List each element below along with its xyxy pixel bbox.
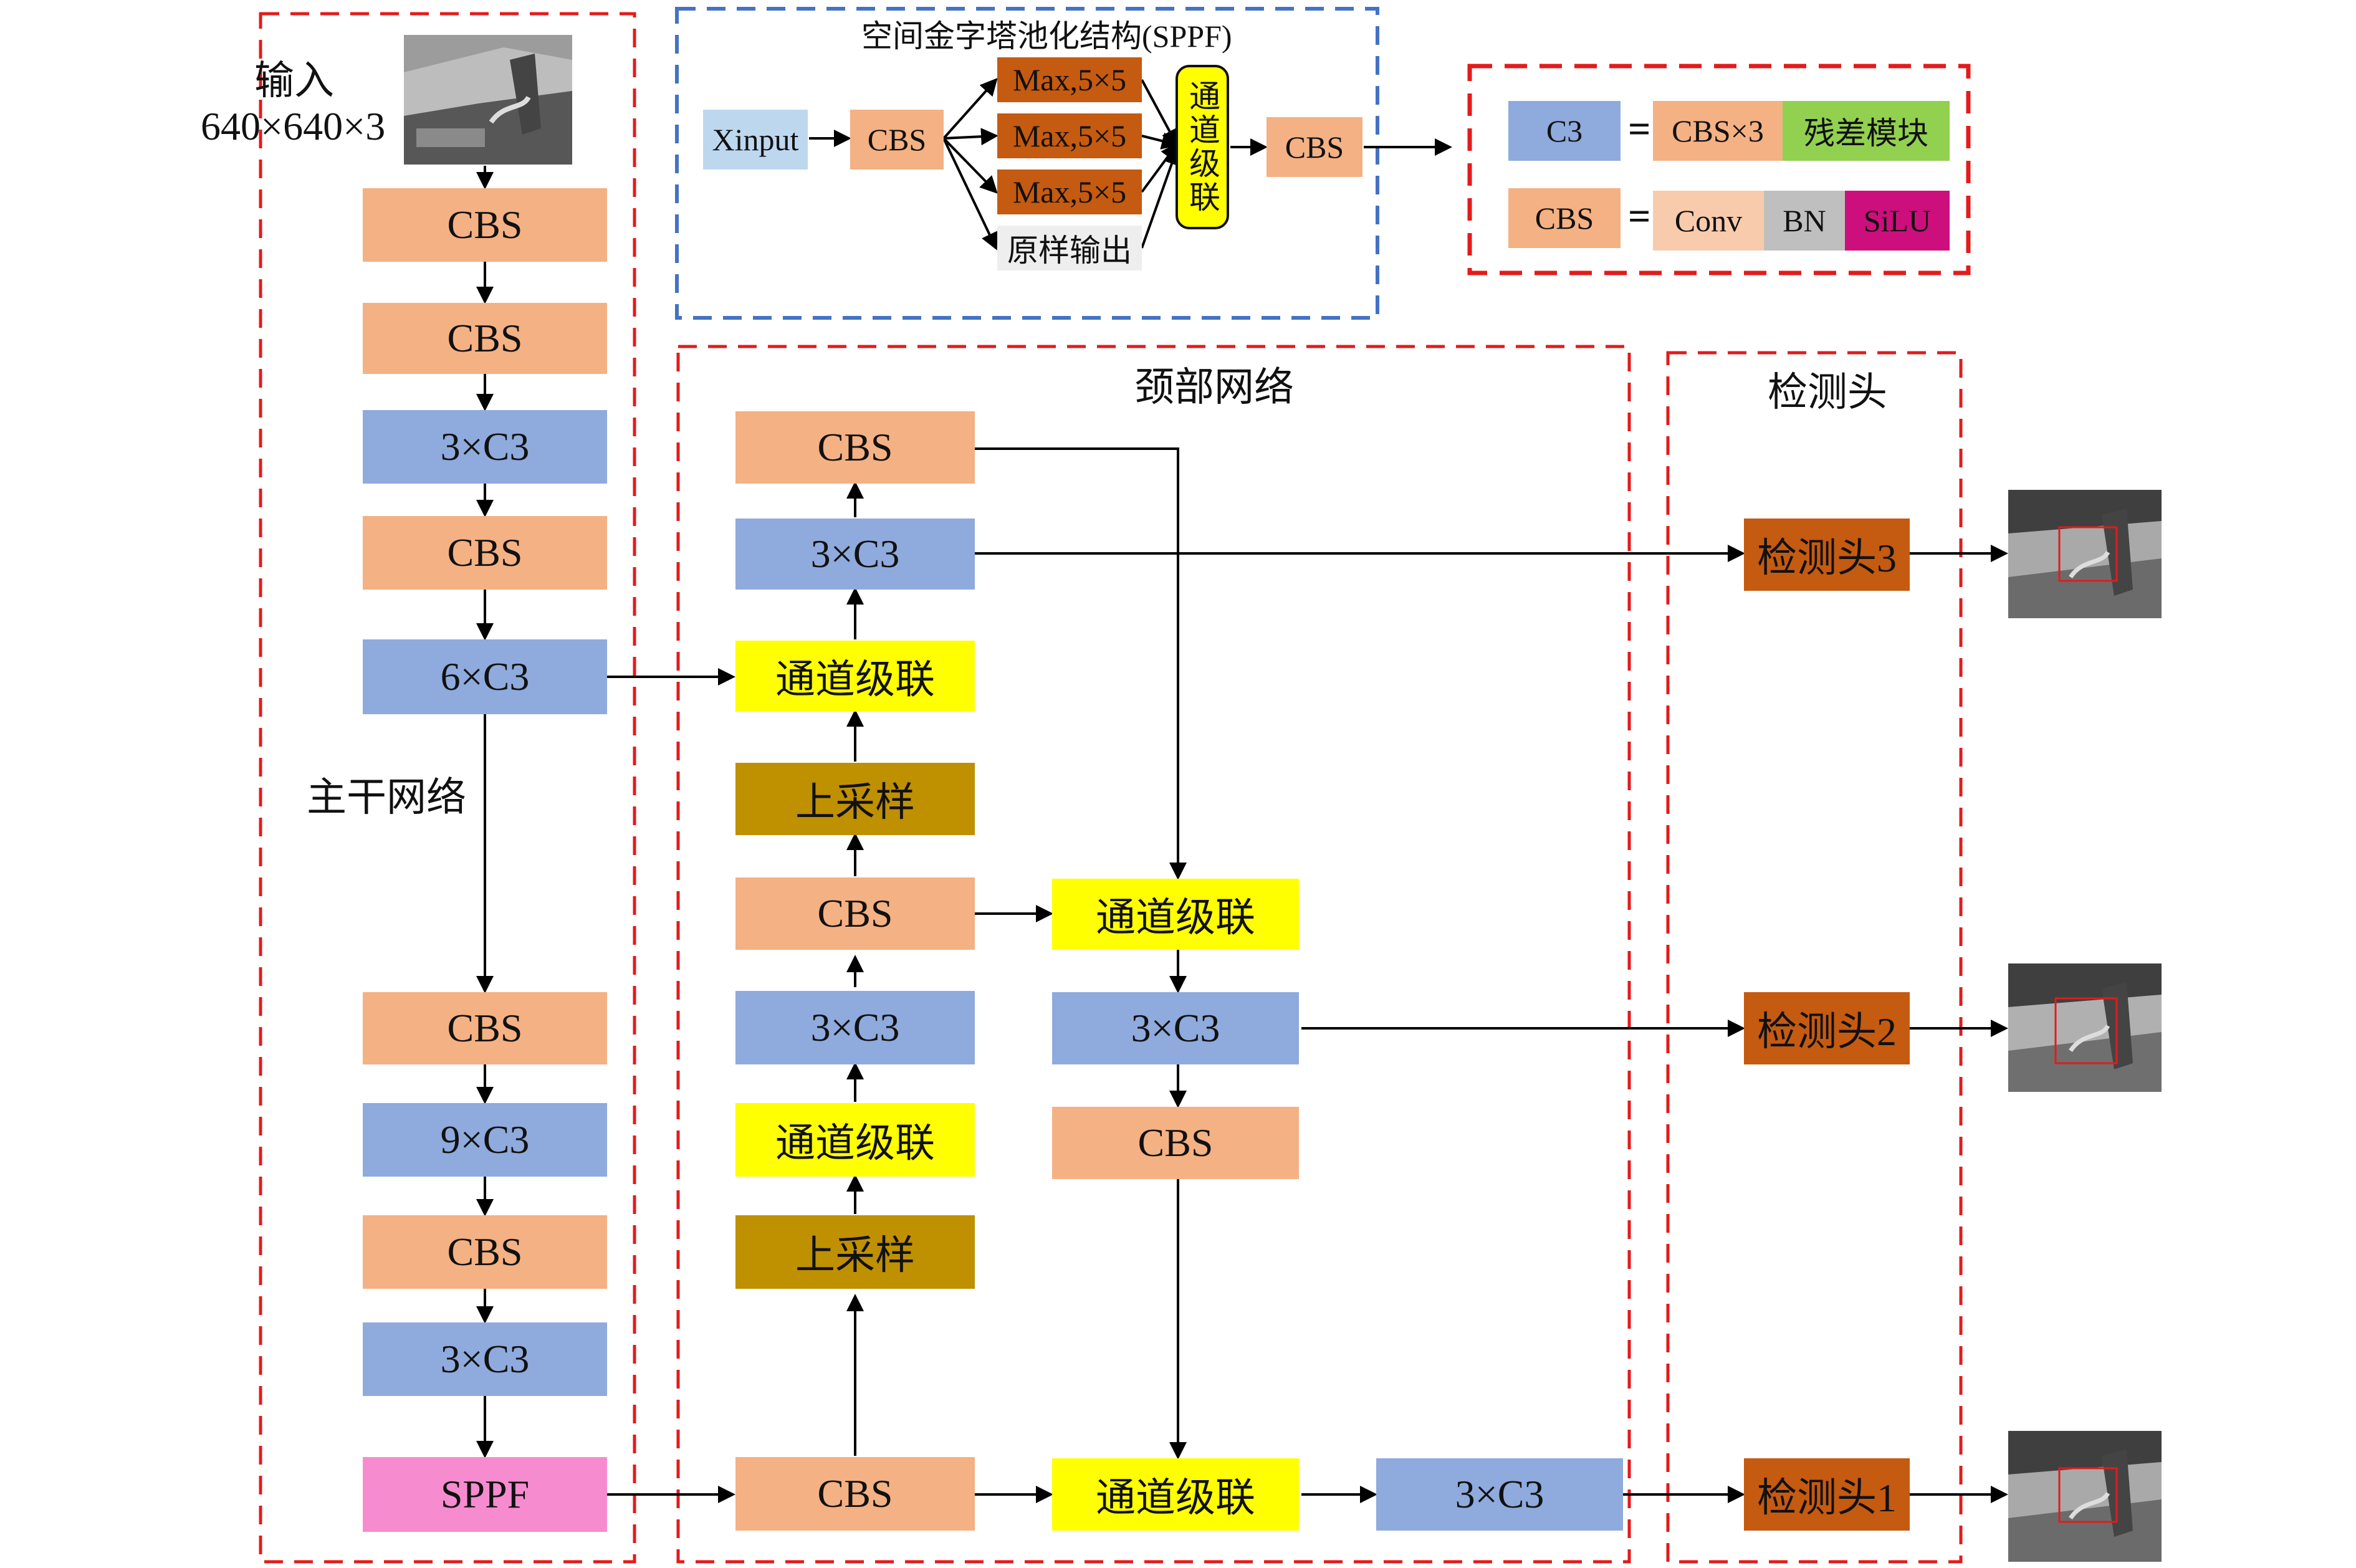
neck-upsample-2: 上采样: [735, 1215, 975, 1289]
backbone-cbs-3: CBS: [363, 516, 607, 590]
legend-equals-1: =: [1628, 107, 1651, 151]
neck-upsample-1: 上采样: [735, 763, 975, 835]
arrow-max1-cat: [1141, 79, 1178, 147]
neck-frame: [676, 345, 1631, 1564]
input-size: 640×640×3: [201, 104, 386, 148]
input-label: 输入: [254, 59, 334, 103]
backbone-sppf: SPPF: [363, 1457, 607, 1532]
arrow-sppf-m3: [942, 137, 998, 194]
sppf-max-3: Max,5×5: [997, 170, 1142, 214]
legend-residual: 残差模块: [1783, 101, 1950, 161]
legend-cbs: CBS: [1508, 188, 1621, 248]
detect-head-3: 检测头3: [1744, 519, 1910, 591]
backbone-6xc3: 6×C3: [363, 639, 607, 714]
backbone-cbs-2: CBS: [363, 303, 607, 374]
neck-right-3xc3: 3×C3: [1052, 992, 1299, 1064]
input-image: [404, 35, 572, 165]
backbone-3xc3-1: 3×C3: [363, 410, 607, 484]
detect-head-2: 检测头2: [1744, 992, 1910, 1064]
output-image-1: [2008, 1431, 2162, 1562]
sppf-max-2: Max,5×5: [997, 113, 1142, 158]
legend-conv: Conv: [1653, 191, 1764, 251]
backbone-title: 主干网络: [307, 775, 466, 820]
neck-right-concat-2: 通道级联: [1052, 1458, 1299, 1531]
legend-bn: BN: [1764, 191, 1845, 251]
neck-concat-1: 通道级联: [735, 641, 975, 712]
sppf-cbs-out: CBS: [1267, 117, 1362, 177]
legend-frame: [1467, 64, 1971, 275]
neck-concat-2: 通道级联: [735, 1103, 975, 1177]
sppf-title: 空间金字塔池化结构(SPPF): [861, 19, 1232, 54]
legend-equals-2: =: [1628, 194, 1651, 238]
backbone-frame: [259, 12, 636, 1564]
backbone-cbs-1: CBS: [363, 188, 607, 262]
legend-silu: SiLU: [1845, 191, 1950, 251]
neck-right-3xc3-bottom: 3×C3: [1376, 1458, 1623, 1531]
arrow-sppf-m2: [943, 128, 998, 146]
arrow-max3-cat: [1141, 142, 1179, 193]
arrow-topcbs-rcat: [975, 447, 1187, 880]
sppf-cbs-in: CBS: [850, 110, 944, 170]
sppf-xinput: Xinput: [703, 110, 808, 170]
sppf-concat: 通道级联: [1176, 65, 1229, 229]
neck-3xc3-mid: 3×C3: [735, 991, 975, 1064]
neck-right-concat-1: 通道级联: [1052, 879, 1299, 950]
neck-cbs-top: CBS: [735, 411, 975, 484]
legend-cbsx3: CBS×3: [1653, 101, 1783, 161]
backbone-9xc3: 9×C3: [363, 1103, 607, 1177]
backbone-cbs-4: CBS: [363, 992, 607, 1064]
neck-title: 颈部网络: [1134, 365, 1294, 409]
output-image-3: [2008, 490, 2162, 618]
backbone-cbs-5: CBS: [363, 1215, 607, 1289]
sppf-frame: [675, 7, 1379, 320]
head-frame: [1666, 351, 1963, 1564]
neck-cbs-mid: CBS: [735, 877, 975, 950]
detect-head-1: 检测头1: [1744, 1458, 1910, 1531]
sppf-concat-text: 通道级联: [1185, 80, 1220, 214]
output-image-2: [2008, 963, 2162, 1092]
neck-3xc3-top: 3×C3: [735, 519, 975, 590]
legend-c3: C3: [1508, 101, 1621, 161]
sppf-raw-output: 原样输出: [997, 226, 1142, 270]
head-title: 检测头: [1768, 370, 1887, 414]
backbone-3xc3-2: 3×C3: [363, 1322, 607, 1396]
neck-cbs-bottom: CBS: [735, 1457, 975, 1531]
sppf-max-1: Max,5×5: [997, 57, 1142, 102]
neck-right-cbs: CBS: [1052, 1107, 1299, 1179]
arrow-sppf-raw: [942, 138, 998, 251]
arrow-raw-cat: [1141, 147, 1180, 249]
arrow-sppf-m1: [942, 78, 998, 140]
